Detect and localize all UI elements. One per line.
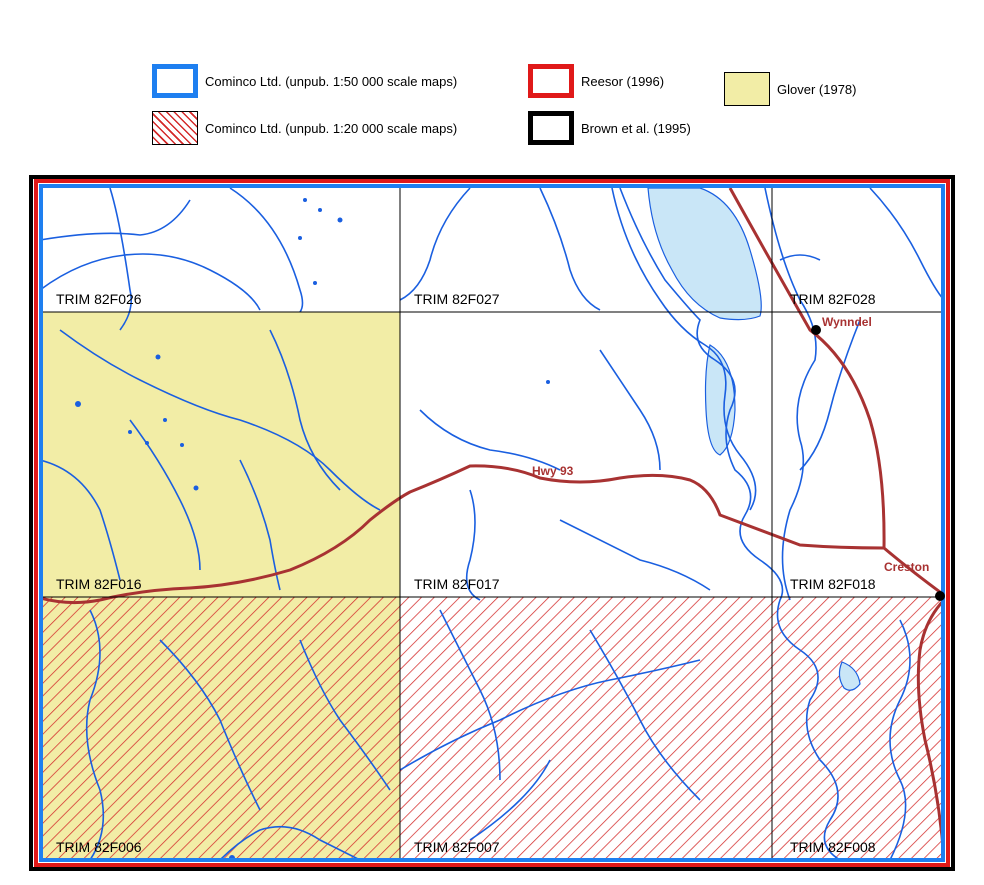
legend-label: Cominco Ltd. (unpub. 1:50 000 scale maps… [205, 73, 458, 89]
legend-swatch-blue-outline [152, 64, 198, 98]
creston-label: Creston [884, 560, 929, 574]
stream [419, 409, 561, 471]
creston-marker [935, 591, 945, 601]
tile-label-82f026: TRIM 82F026 [56, 291, 142, 307]
highway-93-label: Hwy 93 [532, 464, 574, 478]
stream [599, 349, 661, 471]
tiny-lake [193, 485, 199, 491]
tiny-lake [75, 401, 81, 407]
legend-item-glover: Glover (1978) [724, 72, 856, 106]
stream [469, 759, 551, 841]
stream [439, 609, 501, 781]
legend-item-cominco-50k: Cominco Ltd. (unpub. 1:50 000 scale maps… [152, 64, 457, 98]
tiny-lake [145, 441, 149, 445]
legend-label: Reesor (1996) [581, 73, 665, 89]
stream [219, 825, 361, 860]
stream [59, 329, 381, 511]
tile-label-82f028: TRIM 82F028 [790, 291, 876, 307]
stream [40, 199, 191, 241]
stream [539, 187, 601, 311]
legend-swatch-black-outline [528, 111, 574, 145]
kootenay-river [619, 187, 841, 860]
tiny-lake [313, 281, 317, 285]
legend-item-brown: Brown et al. (1995) [528, 111, 691, 145]
legend-swatch-red-outline [528, 64, 574, 98]
tile-label-82f006: TRIM 82F006 [56, 839, 142, 855]
tiny-lake [155, 354, 161, 360]
tiny-lake [298, 236, 302, 240]
stream [85, 609, 105, 860]
tiny-lake [318, 208, 322, 212]
stream [269, 329, 341, 491]
tiny-lake [546, 380, 550, 384]
reesor-coverage-border [34, 179, 950, 867]
legend-item-reesor: Reesor (1996) [528, 64, 664, 98]
brown-coverage-border [29, 175, 955, 871]
small-lake [838, 661, 861, 691]
tile-label-82f008: TRIM 82F008 [790, 839, 876, 855]
legend-swatch-red-hatch [152, 111, 198, 145]
stream [889, 619, 911, 860]
wynndel-label: Wynndel [822, 315, 872, 329]
stream [109, 187, 133, 331]
road-south [916, 598, 944, 860]
legend-swatch-yellow-fill [724, 72, 770, 106]
legend-label: Glover (1978) [777, 81, 857, 97]
tile-label-82f007: TRIM 82F007 [414, 839, 500, 855]
stream [559, 519, 711, 591]
tile-label-82f018: TRIM 82F018 [790, 576, 876, 592]
stream [299, 639, 391, 791]
tiny-lake [303, 198, 307, 202]
wynndel-marker [811, 325, 821, 335]
tile-label-82f016: TRIM 82F016 [56, 576, 142, 592]
stream [229, 187, 304, 313]
hydrography [40, 187, 944, 860]
map-legend: Cominco Ltd. (unpub. 1:50 000 scale maps… [0, 0, 984, 160]
legend-item-cominco-20k: Cominco Ltd. (unpub. 1:20 000 scale maps… [152, 111, 457, 145]
stream [799, 319, 861, 471]
stream [399, 659, 701, 771]
legend-label: Brown et al. (1995) [581, 120, 691, 136]
kootenay-river-channel-2 [611, 187, 757, 511]
stream [779, 254, 821, 261]
stream [399, 187, 471, 301]
stream [40, 459, 121, 581]
stream [465, 489, 481, 601]
stream [869, 187, 944, 301]
highway-3a [728, 187, 886, 549]
cominco-20k-coverage-area [40, 597, 944, 860]
highway-93 [40, 464, 944, 605]
legend-label: Cominco Ltd. (unpub. 1:20 000 scale maps… [205, 120, 458, 136]
tiny-lake [163, 418, 167, 422]
stream [239, 459, 281, 591]
stream [40, 253, 261, 311]
goat-river [764, 187, 817, 601]
stream [589, 629, 701, 801]
tile-label-82f027: TRIM 82F027 [414, 291, 500, 307]
stream [159, 639, 261, 811]
tiny-lake [128, 430, 132, 434]
tile-label-82f017: TRIM 82F017 [414, 576, 500, 592]
tiny-lake [337, 217, 343, 223]
kootenay-lake [647, 187, 762, 321]
tiny-lake [180, 443, 184, 447]
cominco-50k-coverage-border [39, 184, 945, 862]
